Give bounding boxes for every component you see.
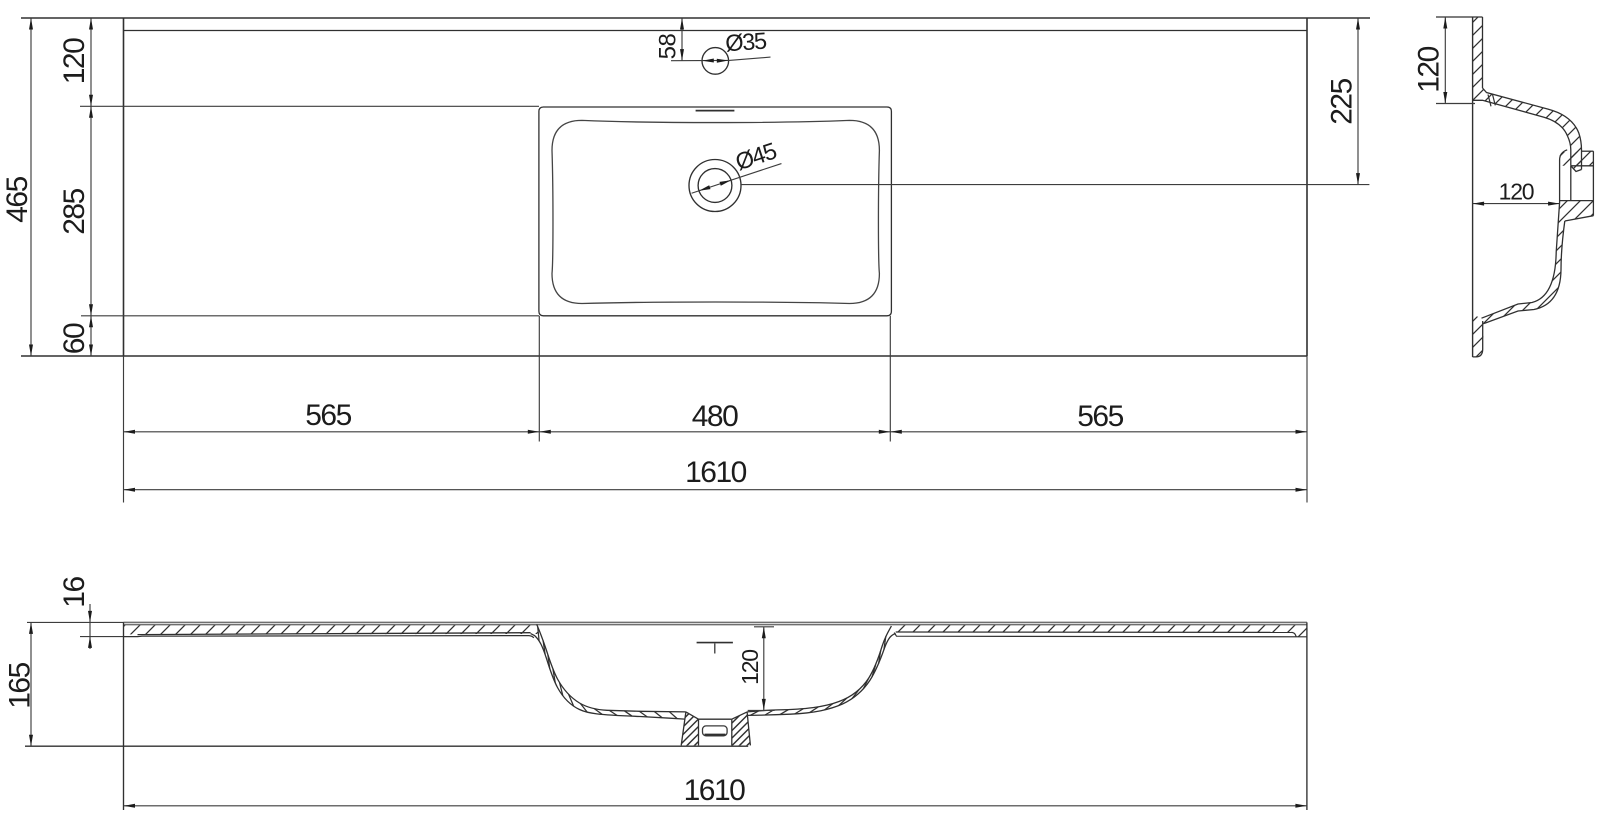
svg-text:120: 120 bbox=[58, 38, 91, 84]
svg-text:1610: 1610 bbox=[684, 774, 746, 807]
svg-text:1610: 1610 bbox=[685, 456, 747, 489]
svg-text:120: 120 bbox=[737, 650, 763, 685]
svg-text:120: 120 bbox=[1413, 46, 1446, 92]
svg-text:60: 60 bbox=[58, 323, 91, 354]
svg-text:465: 465 bbox=[1, 176, 34, 222]
svg-text:565: 565 bbox=[305, 399, 351, 432]
svg-text:480: 480 bbox=[692, 400, 738, 433]
svg-text:16: 16 bbox=[58, 577, 91, 608]
svg-text:58: 58 bbox=[655, 34, 682, 60]
svg-text:165: 165 bbox=[4, 662, 37, 708]
svg-text:Ø45: Ø45 bbox=[732, 137, 780, 175]
svg-text:285: 285 bbox=[58, 188, 91, 234]
svg-text:120: 120 bbox=[1499, 179, 1534, 205]
svg-text:225: 225 bbox=[1326, 78, 1359, 124]
svg-text:Ø35: Ø35 bbox=[724, 28, 767, 57]
svg-text:565: 565 bbox=[1077, 400, 1123, 433]
